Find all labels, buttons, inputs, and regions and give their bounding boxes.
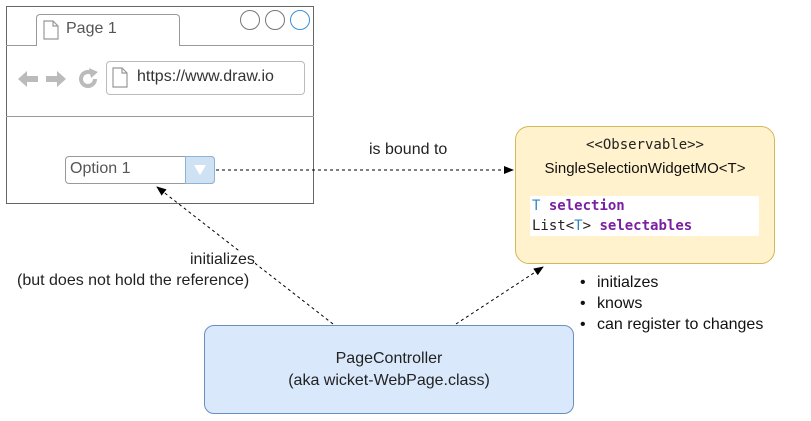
dropdown-value: Option 1: [70, 160, 131, 177]
page-controller-subtitle: (aka wicket-WebPage.class): [288, 372, 490, 389]
initializes-model-edge: [455, 266, 544, 325]
model-object-stereotype: <<Observable>>: [585, 137, 704, 153]
browser-tab[interactable]: [36, 14, 180, 46]
attribute-type: T: [532, 198, 541, 214]
initializes-label: initializes: [190, 251, 255, 269]
model-object-box: [515, 126, 775, 264]
attribute-type-prefix: List<: [532, 218, 575, 234]
attribute-selectables: List<T> selectables: [532, 218, 692, 234]
controller-notes-list: initialzes knows can register to changes: [580, 274, 763, 337]
attribute-name: selectables: [599, 218, 693, 234]
page-controller-title: PageController: [335, 350, 443, 367]
list-item: knows: [580, 295, 763, 316]
attribute-type-suffix: >: [582, 218, 592, 234]
initializes-dropdown-edge: [156, 186, 334, 325]
initializes-note-label: (but does not hold the reference): [17, 272, 250, 290]
address-bar[interactable]: [106, 61, 305, 95]
bound-to-label: is bound to: [369, 141, 448, 158]
dropdown-arrow-icon: [194, 165, 206, 175]
window-close-button[interactable]: [290, 10, 310, 30]
model-object-name: SingleSelectionWidgetMO<T>: [544, 160, 746, 177]
toolbar-divider: [6, 116, 314, 117]
page-icon: [43, 20, 59, 40]
window-maximize-button[interactable]: [265, 10, 285, 30]
refresh-icon[interactable]: [76, 67, 100, 91]
list-item: can register to changes: [580, 316, 763, 337]
page-controller-box: [204, 325, 574, 414]
forward-arrow-icon[interactable]: [44, 68, 68, 90]
attribute-name: selection: [548, 198, 625, 214]
attribute-selection: T selection: [532, 198, 625, 214]
attribute-list: [530, 196, 759, 236]
url-text: https://www.draw.io: [137, 68, 274, 85]
attribute-type-param: T: [574, 218, 583, 234]
page-icon: [112, 67, 128, 88]
back-arrow-icon[interactable]: [16, 68, 40, 90]
tab-label: Page 1: [66, 20, 117, 37]
window-minimize-button[interactable]: [240, 10, 260, 30]
list-item: initialzes: [580, 274, 763, 295]
